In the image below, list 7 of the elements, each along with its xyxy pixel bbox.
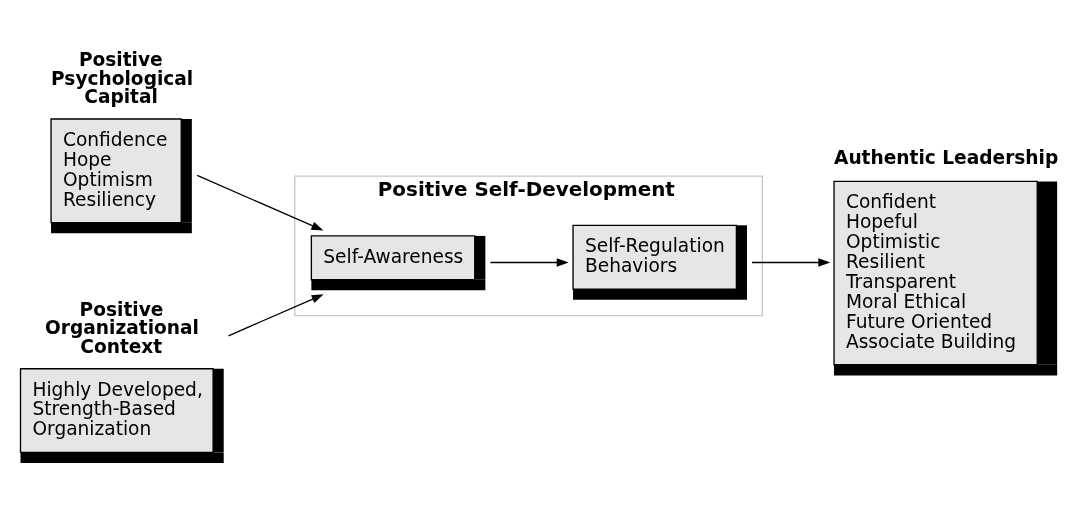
node-label: Authentic Leadership — [834, 147, 1059, 169]
node-label: Positive Organizational Context — [45, 298, 199, 358]
arrow — [196, 174, 324, 231]
arrow — [751, 258, 831, 267]
node-label: Positive Psychological Capital — [51, 49, 194, 108]
arrow — [227, 294, 324, 337]
arrow — [489, 258, 569, 267]
